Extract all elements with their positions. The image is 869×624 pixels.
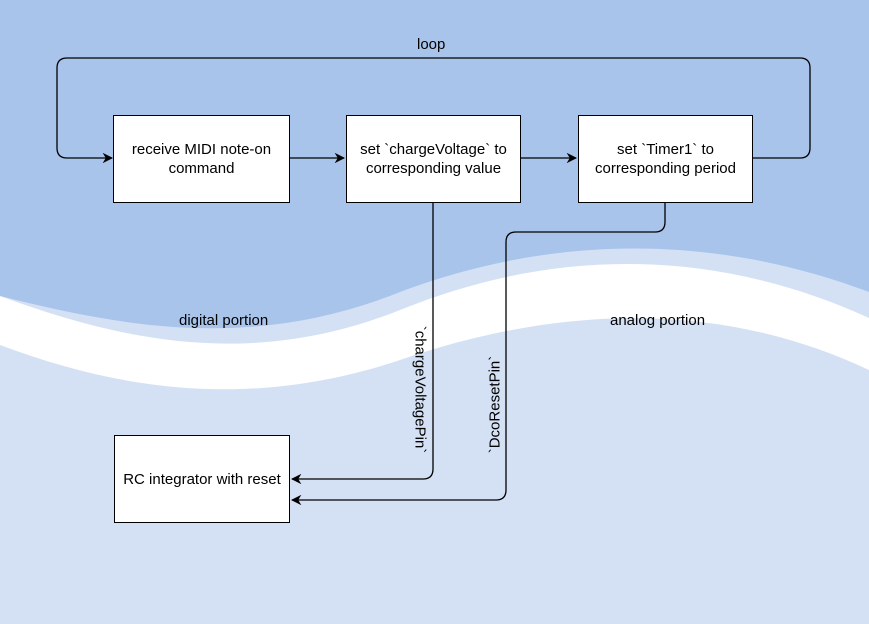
charge-voltage-pin-label: `chargeVoltagePin` — [411, 325, 429, 454]
edge-dco-reset-pin — [290, 202, 666, 506]
edge-loop — [56, 57, 811, 164]
edge-charge-voltage-pin — [290, 202, 434, 485]
node-rc-integrator-label: RC integrator with reset — [123, 470, 281, 488]
node-set-timer1-label: set `Timer1` to corresponding period — [595, 141, 736, 177]
node-set-charge-voltage: set `chargeVoltage` to corresponding val… — [346, 115, 521, 203]
dco-reset-pin-label: `DcoResetPin` — [486, 355, 504, 454]
node-receive-midi-label: receive MIDI note-on command — [131, 141, 272, 177]
loop-label: loop — [417, 36, 446, 53]
node-set-charge-voltage-label: set `chargeVoltage` to corresponding val… — [360, 141, 507, 177]
analog-portion-label: analog portion — [610, 312, 706, 329]
node-rc-integrator: RC integrator with reset — [114, 435, 290, 523]
node-set-timer1: set `Timer1` to corresponding period — [578, 115, 753, 203]
node-receive-midi: receive MIDI note-on command — [113, 115, 290, 203]
digital-portion-label: digital portion — [179, 312, 269, 329]
region-separator — [0, 264, 869, 390]
